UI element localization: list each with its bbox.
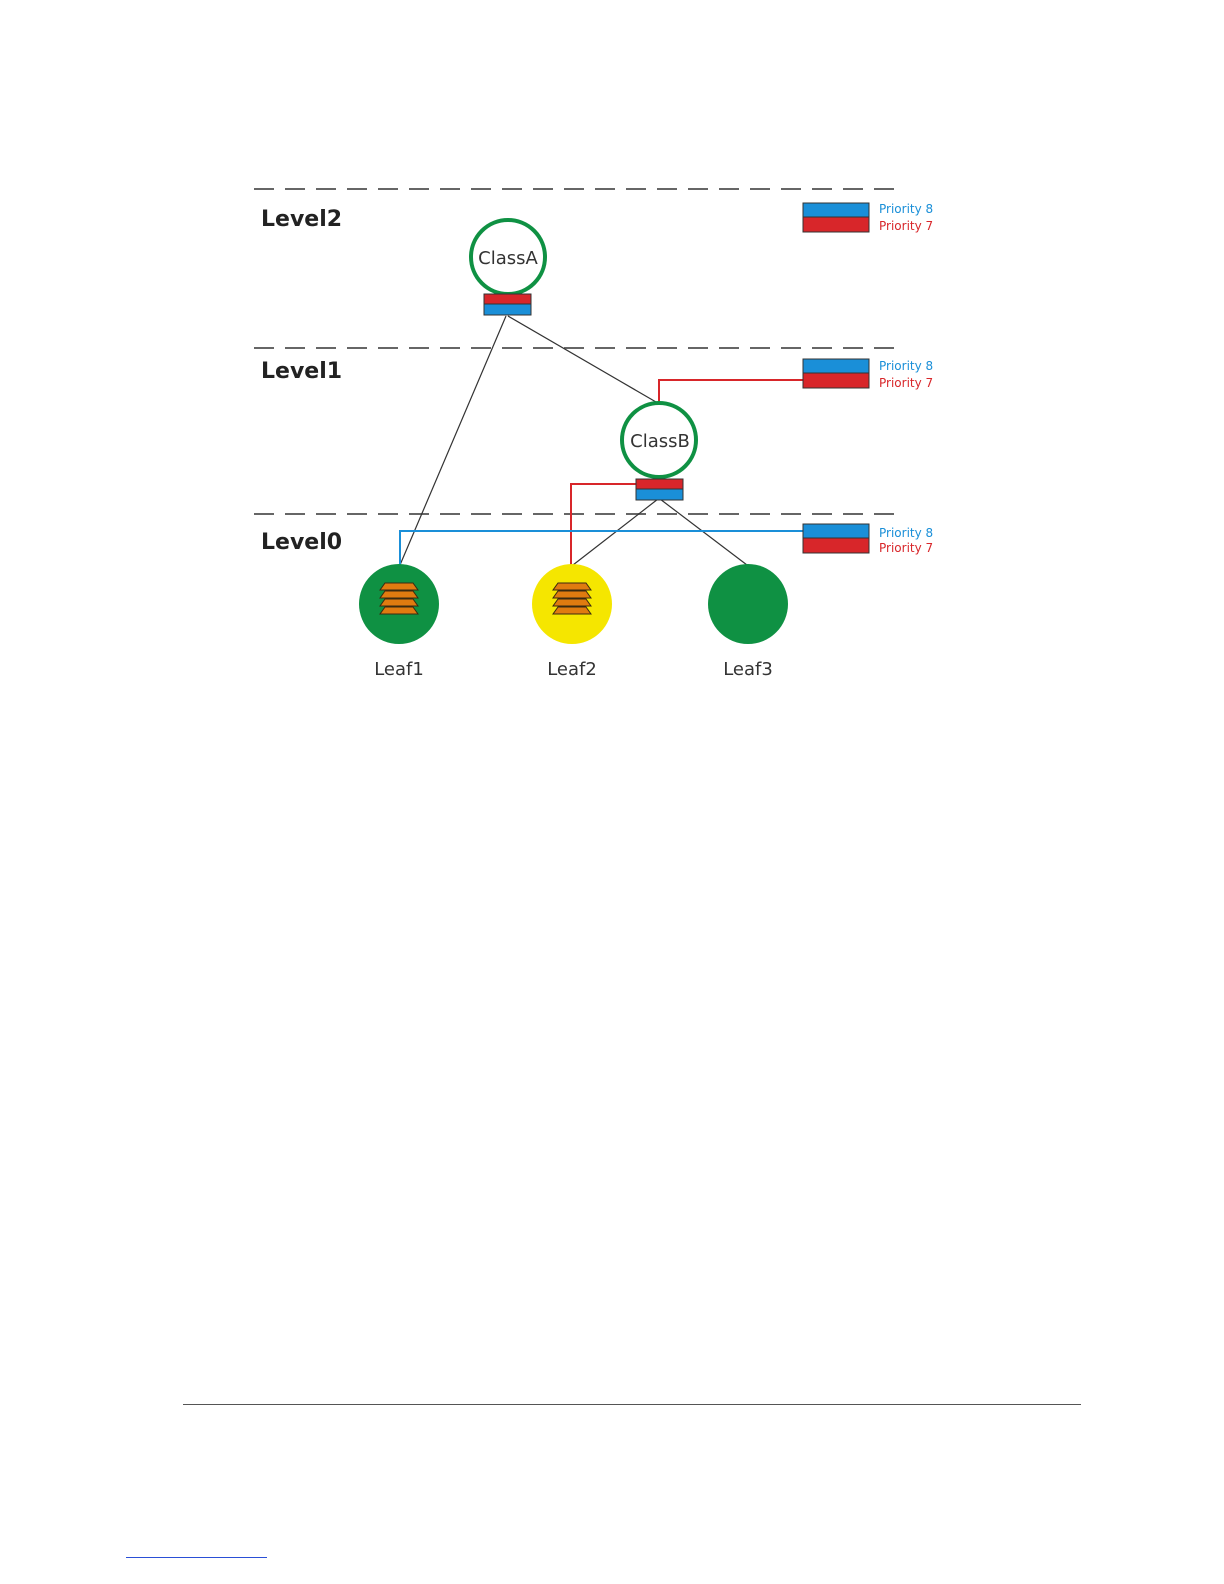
footer-separator xyxy=(183,1404,1081,1405)
classB-label: ClassB xyxy=(630,431,690,452)
footnote-separator xyxy=(126,1557,267,1558)
legend-level0-priority8: Priority 8 xyxy=(879,526,933,540)
legend-level0-priority7: Priority 7 xyxy=(879,541,933,555)
legend-level1-priority7: Priority 7 xyxy=(879,376,933,390)
link-classA-classB xyxy=(508,316,656,402)
legend-level1-priority8: Priority 8 xyxy=(879,359,933,373)
legend-level2-red xyxy=(803,217,869,232)
packet-stack-icon xyxy=(380,583,418,614)
node-classA: ClassA xyxy=(471,220,545,294)
leaf3-label: Leaf3 xyxy=(723,659,773,680)
leaf2-label: Leaf2 xyxy=(547,659,597,680)
priority-queue-icon xyxy=(484,294,531,315)
node-leaf3: Leaf3 xyxy=(708,564,788,680)
node-leaf2: Leaf2 xyxy=(532,564,612,680)
classA-label: ClassA xyxy=(478,248,538,269)
legend-level0-red xyxy=(803,538,869,553)
hierarchy-diagram: Level2 Level1 Level0 ClassA ClassB xyxy=(0,0,1224,720)
legend-level2-blue xyxy=(803,203,869,217)
leaf1-label: Leaf1 xyxy=(374,659,424,680)
legend-level0-blue xyxy=(803,524,869,538)
level-separators xyxy=(254,189,898,514)
packet-stack-icon xyxy=(553,583,591,614)
legend-level1: Priority 8 Priority 7 xyxy=(803,359,933,390)
level-label-level1: Level1 xyxy=(261,359,342,384)
legend-level2-priority8: Priority 8 xyxy=(879,202,933,216)
legend-level1-red xyxy=(803,373,869,388)
legend-level1-blue xyxy=(803,359,869,373)
legend-level2: Priority 8 Priority 7 xyxy=(803,202,933,233)
legend-level0: Priority 8 Priority 7 xyxy=(803,524,933,555)
priority7-line-leaf2 xyxy=(571,484,636,565)
classB-queue-red xyxy=(636,479,683,489)
classA-queue-red xyxy=(484,294,531,304)
priority7-line-classB xyxy=(659,380,803,403)
priority7-feed-lines xyxy=(571,380,803,565)
legend-level2-priority7: Priority 7 xyxy=(879,219,933,233)
priority8-line-leaf1 xyxy=(400,531,803,565)
leaf3-circle xyxy=(708,564,788,644)
node-leaf1: Leaf1 xyxy=(359,564,439,680)
level-label-level2: Level2 xyxy=(261,207,342,232)
priority-queue-icon xyxy=(636,479,683,500)
link-classA-leaf1 xyxy=(400,316,506,565)
classB-queue-blue xyxy=(636,489,683,500)
node-classB: ClassB xyxy=(622,403,696,477)
level-label-level0: Level0 xyxy=(261,530,342,555)
classA-queue-blue xyxy=(484,304,531,315)
